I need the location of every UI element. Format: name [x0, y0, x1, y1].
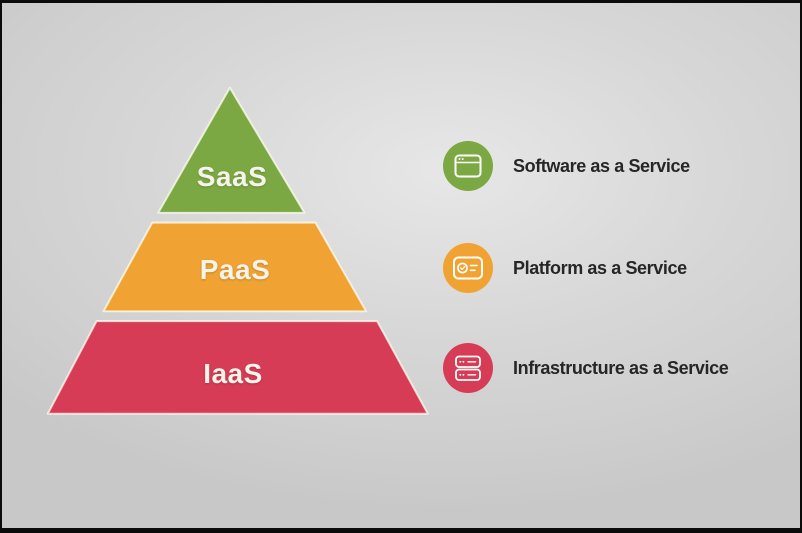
legend-item-paas: Platform as a Service: [443, 243, 687, 293]
pyramid-label-paas: PaaS: [199, 254, 271, 285]
pyramid-layer-iaas: [46, 320, 429, 415]
pyramid-layer-saas: [157, 86, 306, 214]
legend-label-iaas: Infrastructure as a Service: [513, 357, 729, 378]
legend-item-saas: Software as a Service: [443, 141, 690, 191]
control-panel-icon: [443, 243, 493, 293]
pyramid-label-saas: SaaS: [196, 161, 268, 192]
server-stack-icon: [443, 343, 493, 393]
legend-label-saas: Software as a Service: [513, 155, 690, 176]
legend-label-paas: Platform as a Service: [513, 257, 687, 278]
browser-window-icon: [443, 141, 493, 191]
legend-item-iaas: Infrastructure as a Service: [443, 343, 729, 393]
pyramid-layer-paas: [102, 221, 368, 313]
pyramid-diagram: [46, 86, 429, 415]
pyramid-label-iaas: IaaS: [203, 358, 263, 389]
